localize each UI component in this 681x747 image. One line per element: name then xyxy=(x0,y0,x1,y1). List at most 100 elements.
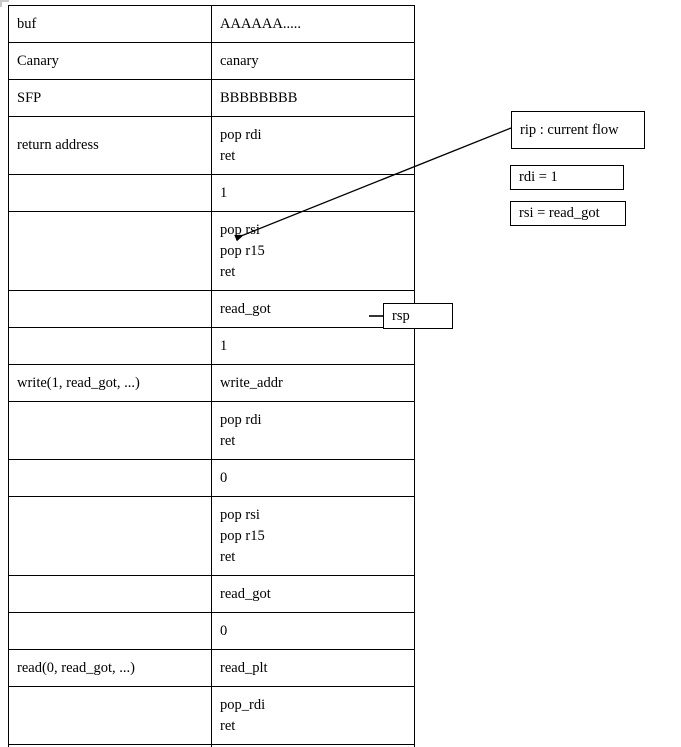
stack-row-label xyxy=(8,612,212,650)
stack-row-value-line: ret xyxy=(220,147,236,164)
stack-row-value: pop rsi pop r15 ret xyxy=(211,496,415,576)
stack-row-value: 1 xyxy=(211,327,415,365)
stack-row-label: SFP xyxy=(8,79,212,117)
annotation-rdi-label: rdi = 1 xyxy=(519,169,558,186)
table-row: 0 xyxy=(8,459,415,497)
annotation-rsi-label: rsi = read_got xyxy=(519,205,600,222)
table-row: read_got xyxy=(8,290,415,328)
stack-row-value-lines: pop rsi pop r15 ret xyxy=(220,505,406,568)
stack-row-value-lines: AAAAAA..... xyxy=(220,14,406,35)
stack-row-label xyxy=(8,290,212,328)
stack-row-label xyxy=(8,686,212,745)
stack-row-value-lines: read_got xyxy=(220,299,406,320)
stack-row-value: read_got + 0x8 xyxy=(211,744,415,747)
stack-row-value-line: read_got xyxy=(220,300,271,317)
annotation-rdi-box: rdi = 1 xyxy=(510,165,624,190)
table-row: 1 xyxy=(8,174,415,212)
stack-row-value-line: ret xyxy=(220,717,236,734)
stack-row-label: write(1, read_got, ...) xyxy=(8,364,212,402)
stack-row-value: 1 xyxy=(211,174,415,212)
table-row: buf AAAAAA..... xyxy=(8,5,415,43)
stack-row-label: Canary xyxy=(8,42,212,80)
annotation-rsi-box: rsi = read_got xyxy=(510,201,626,226)
table-row: read(0, read_got, ...) read_plt xyxy=(8,649,415,687)
stack-row-value-line: canary xyxy=(220,52,259,69)
stack-row-value: 0 xyxy=(211,612,415,650)
stack-row-value-line: 0 xyxy=(220,469,228,486)
stack-row-value-line: pop_rdi xyxy=(220,696,266,713)
stack-row-label: return address xyxy=(8,116,212,175)
stack-row-value-line: ret xyxy=(220,263,236,280)
table-row: pop rsi pop r15 ret xyxy=(8,211,415,291)
stack-row-label: buf xyxy=(8,5,212,43)
stack-row-value: read_got xyxy=(211,575,415,613)
stack-row-value: canary xyxy=(211,42,415,80)
stack-row-label xyxy=(8,174,212,212)
table-row: pop rdi ret xyxy=(8,401,415,460)
stack-row-value-line: pop rsi xyxy=(220,221,260,238)
table-row: Canary canary xyxy=(8,42,415,80)
stack-row-label xyxy=(8,575,212,613)
stack-row-value-line: 1 xyxy=(220,337,228,354)
stack-row-value-lines: pop rdi ret xyxy=(220,410,406,452)
stack-row-value-lines: pop rdi ret xyxy=(220,125,406,167)
stack-row-value-line: pop rdi xyxy=(220,126,262,143)
stack-row-value-lines: read_got xyxy=(220,584,406,605)
stack-row-value-line: BBBBBBBB xyxy=(220,89,298,106)
stack-row-label xyxy=(8,496,212,576)
annotation-rip-box: rip : current flow xyxy=(511,111,645,149)
stack-row-value: AAAAAA..... xyxy=(211,5,415,43)
stack-row-value: read_got xyxy=(211,290,415,328)
stack-row-value-line: AAAAAA..... xyxy=(220,15,301,32)
stack-row-value: pop rdi ret xyxy=(211,116,415,175)
stack-row-value-lines: pop rsi pop r15 ret xyxy=(220,220,406,283)
stack-row-value-line: read_got xyxy=(220,585,271,602)
stack-row-label xyxy=(8,401,212,460)
stack-row-value: pop rsi pop r15 ret xyxy=(211,211,415,291)
stack-row-value: write_addr xyxy=(211,364,415,402)
table-row: return address pop rdi ret xyxy=(8,116,415,175)
stack-row-value-line: read_plt xyxy=(220,659,268,676)
stack-row-label xyxy=(8,459,212,497)
stack-row-value-lines: canary xyxy=(220,51,406,72)
stack-row-value-line: write_addr xyxy=(220,374,283,391)
table-row: pop rsi pop r15 ret xyxy=(8,496,415,576)
table-row: SFP BBBBBBBB xyxy=(8,79,415,117)
table-row: 1 xyxy=(8,327,415,365)
table-row: read_got xyxy=(8,575,415,613)
annotation-rip-label: rip : current flow xyxy=(520,121,619,138)
stack-row-value-line: 1 xyxy=(220,184,228,201)
table-row: read_got + 0x8 xyxy=(8,744,415,747)
annotation-rsp-label: rsp xyxy=(392,307,410,324)
stack-row-value: 0 xyxy=(211,459,415,497)
stack-row-value-lines: BBBBBBBB xyxy=(220,88,406,109)
stack-row-value: read_plt xyxy=(211,649,415,687)
selection-corner-marker xyxy=(0,0,9,7)
stack-row-value-line: 0 xyxy=(220,622,228,639)
stack-row-label: read(0, read_got, ...) xyxy=(8,649,212,687)
stack-row-value-line: pop rdi xyxy=(220,411,262,428)
stack-row-value: pop rdi ret xyxy=(211,401,415,460)
stack-row-value-lines: 1 xyxy=(220,183,406,204)
stack-row-value-lines: write_addr xyxy=(220,373,406,394)
stack-row-value: BBBBBBBB xyxy=(211,79,415,117)
stack-row-value-line: pop r15 xyxy=(220,242,265,259)
stack-row-value-line: pop rsi xyxy=(220,506,260,523)
stack-row-value-line: ret xyxy=(220,548,236,565)
stack-row-value-lines: 1 xyxy=(220,336,406,357)
stack-row-value-lines: read_plt xyxy=(220,658,406,679)
stack-row-value-lines: 0 xyxy=(220,621,406,642)
annotation-rsp-box: rsp xyxy=(383,303,453,329)
table-row: write(1, read_got, ...) write_addr xyxy=(8,364,415,402)
stack-row-value-line: ret xyxy=(220,432,236,449)
stack-row-label xyxy=(8,327,212,365)
table-row: 0 xyxy=(8,612,415,650)
stack-row-label xyxy=(8,211,212,291)
stack-row-value-lines: 0 xyxy=(220,468,406,489)
stack-row-value-line: pop r15 xyxy=(220,527,265,544)
